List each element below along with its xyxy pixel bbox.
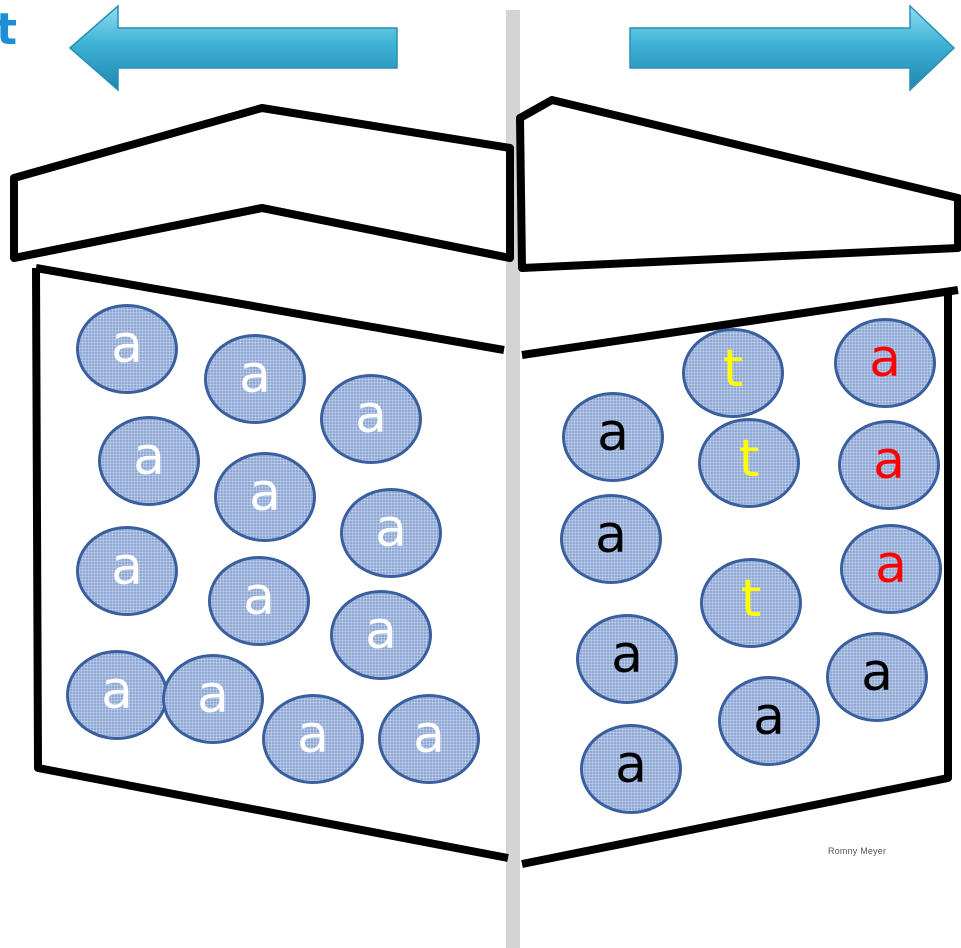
right-ball-letter: a	[597, 403, 629, 463]
author-credit: Romny Meyer	[828, 846, 887, 856]
partial-title-text: t	[0, 4, 18, 55]
left-ball-12: a	[262, 694, 364, 784]
left-ball-letter: a	[239, 345, 271, 405]
right-ball-5: a	[838, 420, 940, 510]
left-ball-letter: a	[375, 499, 407, 559]
right-ball-letter: t	[722, 339, 744, 399]
right-box-body	[521, 290, 952, 868]
right-ball-6: a	[560, 494, 662, 584]
arrow-right-icon	[629, 4, 956, 92]
left-ball-6: a	[340, 488, 442, 578]
right-ball-2: a	[834, 318, 936, 408]
left-box	[10, 104, 514, 862]
right-ball-3: a	[562, 392, 664, 482]
right-box	[516, 96, 961, 868]
left-ball-10: a	[66, 650, 168, 740]
right-ball-10: a	[826, 632, 928, 722]
left-ball-13: a	[378, 694, 480, 784]
left-ball-5: a	[214, 452, 316, 542]
left-box-body	[32, 267, 509, 862]
right-ball-letter: a	[861, 643, 893, 703]
right-ball-1: t	[682, 328, 784, 418]
right-ball-letter: a	[611, 625, 643, 685]
arrow-left-icon	[68, 4, 398, 92]
right-ball-9: a	[576, 614, 678, 704]
right-ball-4: t	[698, 418, 800, 508]
left-ball-7: a	[76, 526, 178, 616]
left-ball-letter: a	[413, 705, 445, 765]
left-ball-1: a	[76, 304, 178, 394]
left-ball-letter: a	[111, 315, 143, 375]
right-ball-letter: t	[738, 429, 760, 489]
left-ball-8: a	[208, 556, 310, 646]
left-ball-9: a	[330, 590, 432, 680]
right-ball-8: t	[700, 558, 802, 648]
left-box-lid	[10, 104, 514, 262]
left-ball-letter: a	[243, 567, 275, 627]
right-ball-letter: a	[753, 687, 785, 747]
right-ball-11: a	[718, 676, 820, 766]
left-ball-4: a	[98, 416, 200, 506]
right-ball-letter: a	[875, 535, 907, 595]
right-ball-12: a	[580, 724, 682, 814]
right-ball-letter: t	[740, 569, 762, 629]
left-ball-letter: a	[111, 537, 143, 597]
right-ball-letter: a	[873, 431, 905, 491]
left-ball-letter: a	[133, 427, 165, 487]
left-ball-2: a	[204, 334, 306, 424]
right-ball-letter: a	[595, 505, 627, 565]
left-ball-letter: a	[249, 463, 281, 523]
right-ball-letter: a	[869, 329, 901, 389]
left-ball-letter: a	[101, 661, 133, 721]
right-box-lid	[516, 96, 961, 272]
right-ball-7: a	[840, 524, 942, 614]
left-ball-letter: a	[365, 601, 397, 661]
left-ball-letter: a	[355, 385, 387, 445]
left-ball-letter: a	[297, 705, 329, 765]
left-ball-11: a	[162, 654, 264, 744]
right-ball-letter: a	[615, 735, 647, 795]
left-ball-3: a	[320, 374, 422, 464]
left-ball-letter: a	[197, 665, 229, 725]
